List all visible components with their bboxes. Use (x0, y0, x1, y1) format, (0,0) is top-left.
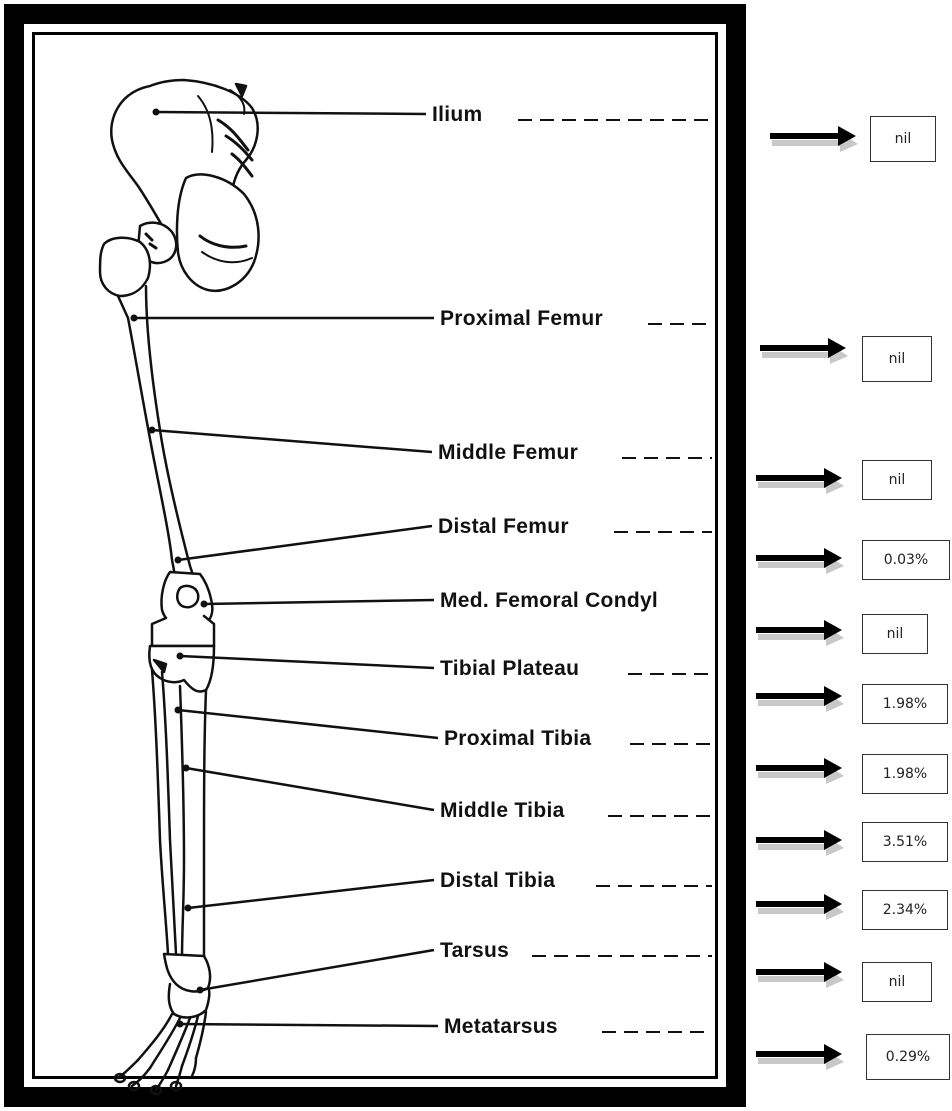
right-arrow-icon (768, 122, 864, 152)
right-arrow-icon (754, 1040, 850, 1070)
value-box-proximal-femur: nil (862, 336, 932, 382)
label-middle-femur: Middle Femur (438, 442, 578, 463)
leader-line-proximal-tibia (178, 710, 438, 738)
anchor-dot-proximal-tibia (175, 707, 182, 714)
leader-line-middle-femur (152, 430, 432, 452)
label-distal-tibia: Distal Tibia (440, 870, 555, 891)
label-tarsus: Tarsus (440, 940, 509, 961)
pubis-bone (177, 175, 259, 291)
right-arrow-icon (754, 754, 850, 784)
label-tibial-plateau: Tibial Plateau (440, 658, 579, 679)
anchor-dot-metatarsus (177, 1021, 184, 1028)
leader-line-tarsus (200, 950, 434, 990)
anchor-dot-distal-femur (175, 557, 182, 564)
label-distal-femur: Distal Femur (438, 516, 569, 537)
leader-line-distal-tibia (188, 880, 434, 908)
right-arrow-icon (754, 682, 850, 712)
value-box-metatarsus: 0.29% (866, 1034, 950, 1080)
anchor-dot-middle-femur (149, 427, 156, 434)
value-box-proximal-tibia: 1.98% (862, 754, 948, 794)
right-arrow-icon (754, 464, 850, 494)
label-ilium: Ilium (432, 104, 483, 125)
tibia-head (149, 646, 214, 692)
anchor-dot-med-femoral-condyl (201, 601, 208, 608)
anchor-dot-middle-tibia (183, 765, 190, 772)
dashed-lines (518, 120, 712, 1032)
right-arrow-icon (754, 826, 850, 856)
anchor-dot-tibial-plateau (177, 653, 184, 660)
anchor-dot-distal-tibia (185, 905, 192, 912)
label-med-femoral-condyl: Med. Femoral Condyl (440, 590, 658, 611)
right-arrow-icon (754, 544, 850, 574)
leader-line-med-femoral-condyl (204, 600, 434, 604)
anchor-dot-proximal-femur (131, 315, 138, 322)
right-arrow-icon (754, 616, 850, 646)
label-proximal-tibia: Proximal Tibia (444, 728, 591, 749)
value-box-med-femoral-condyl: nil (862, 614, 928, 654)
label-proximal-femur: Proximal Femur (440, 308, 603, 329)
skeleton-illustration (100, 80, 259, 1094)
leader-line-metatarsus (180, 1024, 438, 1026)
leader-line-middle-tibia (186, 768, 434, 810)
label-middle-tibia: Middle Tibia (440, 800, 565, 821)
value-box-tarsus: nil (862, 962, 932, 1002)
value-box-distal-tibia: 2.34% (862, 890, 948, 930)
greater-trochanter (100, 238, 150, 296)
label-metatarsus: Metatarsus (444, 1016, 558, 1037)
value-box-middle-femur: nil (862, 460, 932, 500)
right-arrow-icon (754, 890, 850, 920)
leader-line-distal-femur (178, 526, 432, 560)
value-box-tibial-plateau: 1.98% (862, 684, 948, 724)
anchor-dot-ilium (153, 109, 160, 116)
value-box-ilium: nil (870, 116, 936, 162)
right-arrow-icon (758, 334, 854, 364)
leader-line-tibial-plateau (180, 656, 434, 668)
right-arrow-icon (754, 958, 850, 988)
value-box-distal-femur: 0.03% (862, 540, 950, 580)
anchor-dot-tarsus (197, 987, 204, 994)
value-box-middle-tibia: 3.51% (862, 822, 948, 862)
tibia-shaft (180, 686, 184, 958)
